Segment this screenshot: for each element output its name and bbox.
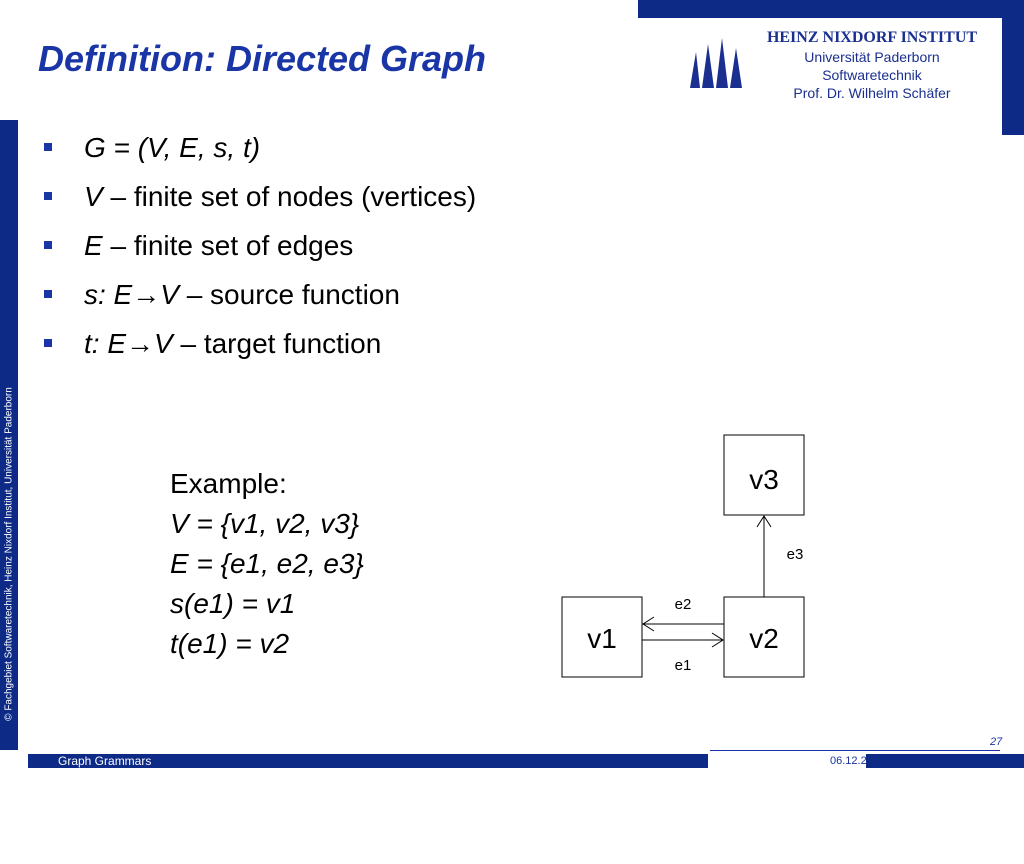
- edge-e2-arrow: [642, 616, 724, 632]
- bullet-item: s: E→V – source function: [44, 275, 476, 324]
- graph-diagram: v3 v1 v2 e2 e1 e3: [561, 434, 805, 678]
- bullet-term: G = (V, E, s, t): [84, 132, 261, 163]
- bullet-item: E – finite set of edges: [44, 226, 476, 275]
- edge-e1-label: e1: [675, 657, 692, 674]
- logo-department: Softwaretechnik: [822, 67, 922, 83]
- hni-logo-icon: [690, 38, 742, 88]
- square-bullet-icon: [44, 192, 52, 200]
- footer-line: [710, 750, 1000, 751]
- node-v2-box: [723, 596, 805, 678]
- footer-bar: [28, 754, 708, 768]
- frame-top-bar: [638, 0, 1024, 18]
- page-number: 27: [990, 736, 1003, 748]
- bullet-term: t: E→V: [84, 328, 173, 359]
- example-block: Example: V = {v1, v2, v3} E = {e1, e2, e…: [170, 464, 364, 664]
- square-bullet-icon: [44, 339, 52, 347]
- node-v2-label: v2: [749, 623, 779, 654]
- logo-university: Universität Paderborn: [804, 49, 940, 65]
- edge-e3-arrow: [756, 515, 772, 597]
- example-heading: Example:: [170, 468, 287, 499]
- bullet-item: t: E→V – target function: [44, 324, 476, 373]
- bullet-item: V – finite set of nodes (vertices): [44, 177, 476, 226]
- node-v1-label: v1: [587, 623, 617, 654]
- logo-institute: HEINZ NIXDORF INSTITUT: [766, 29, 978, 46]
- edge-e2-label: e2: [675, 596, 692, 613]
- square-bullet-icon: [44, 143, 52, 151]
- square-bullet-icon: [44, 241, 52, 249]
- copyright-text: © Fachgebiet Softwaretechnik, Heinz Nixd…: [3, 387, 15, 721]
- node-v1-box: [561, 596, 643, 678]
- logo-professor: Prof. Dr. Wilhelm Schäfer: [793, 85, 951, 101]
- page-title: Definition: Directed Graph: [38, 38, 487, 79]
- bullet-term: s: E→V: [84, 279, 179, 310]
- bullet-term: E: [84, 230, 103, 261]
- left-band: © Fachgebiet Softwaretechnik, Heinz Nixd…: [0, 120, 18, 750]
- frame-right-bar: [1002, 0, 1024, 135]
- bullet-text: – target function: [172, 328, 382, 359]
- edge-e1-arrow: [642, 632, 724, 648]
- logo-text: HEINZ NIXDORF INSTITUT Universität Pader…: [754, 28, 990, 102]
- bullet-item: G = (V, E, s, t): [44, 128, 476, 177]
- node-v3-label: v3: [749, 464, 779, 495]
- square-bullet-icon: [44, 290, 52, 298]
- bullet-text: – finite set of edges: [102, 230, 354, 261]
- example-line: V = {v1, v2, v3}: [170, 508, 360, 539]
- institute-logo: HEINZ NIXDORF INSTITUT Universität Pader…: [688, 28, 990, 112]
- node-v3-box: [723, 434, 805, 516]
- example-line: s(e1) = v1: [170, 588, 296, 619]
- bullet-text: – finite set of nodes (vertices): [102, 181, 477, 212]
- footer-title: Graph Grammars: [58, 754, 152, 768]
- bullet-text: – source function: [178, 279, 400, 310]
- footer-right-bar: [866, 754, 1024, 768]
- example-line: E = {e1, e2, e3}: [170, 548, 364, 579]
- definition-list: G = (V, E, s, t) V – finite set of nodes…: [44, 128, 476, 373]
- edge-e3-label: e3: [787, 546, 804, 563]
- example-line: t(e1) = v2: [170, 628, 290, 659]
- bullet-term: V: [84, 181, 103, 212]
